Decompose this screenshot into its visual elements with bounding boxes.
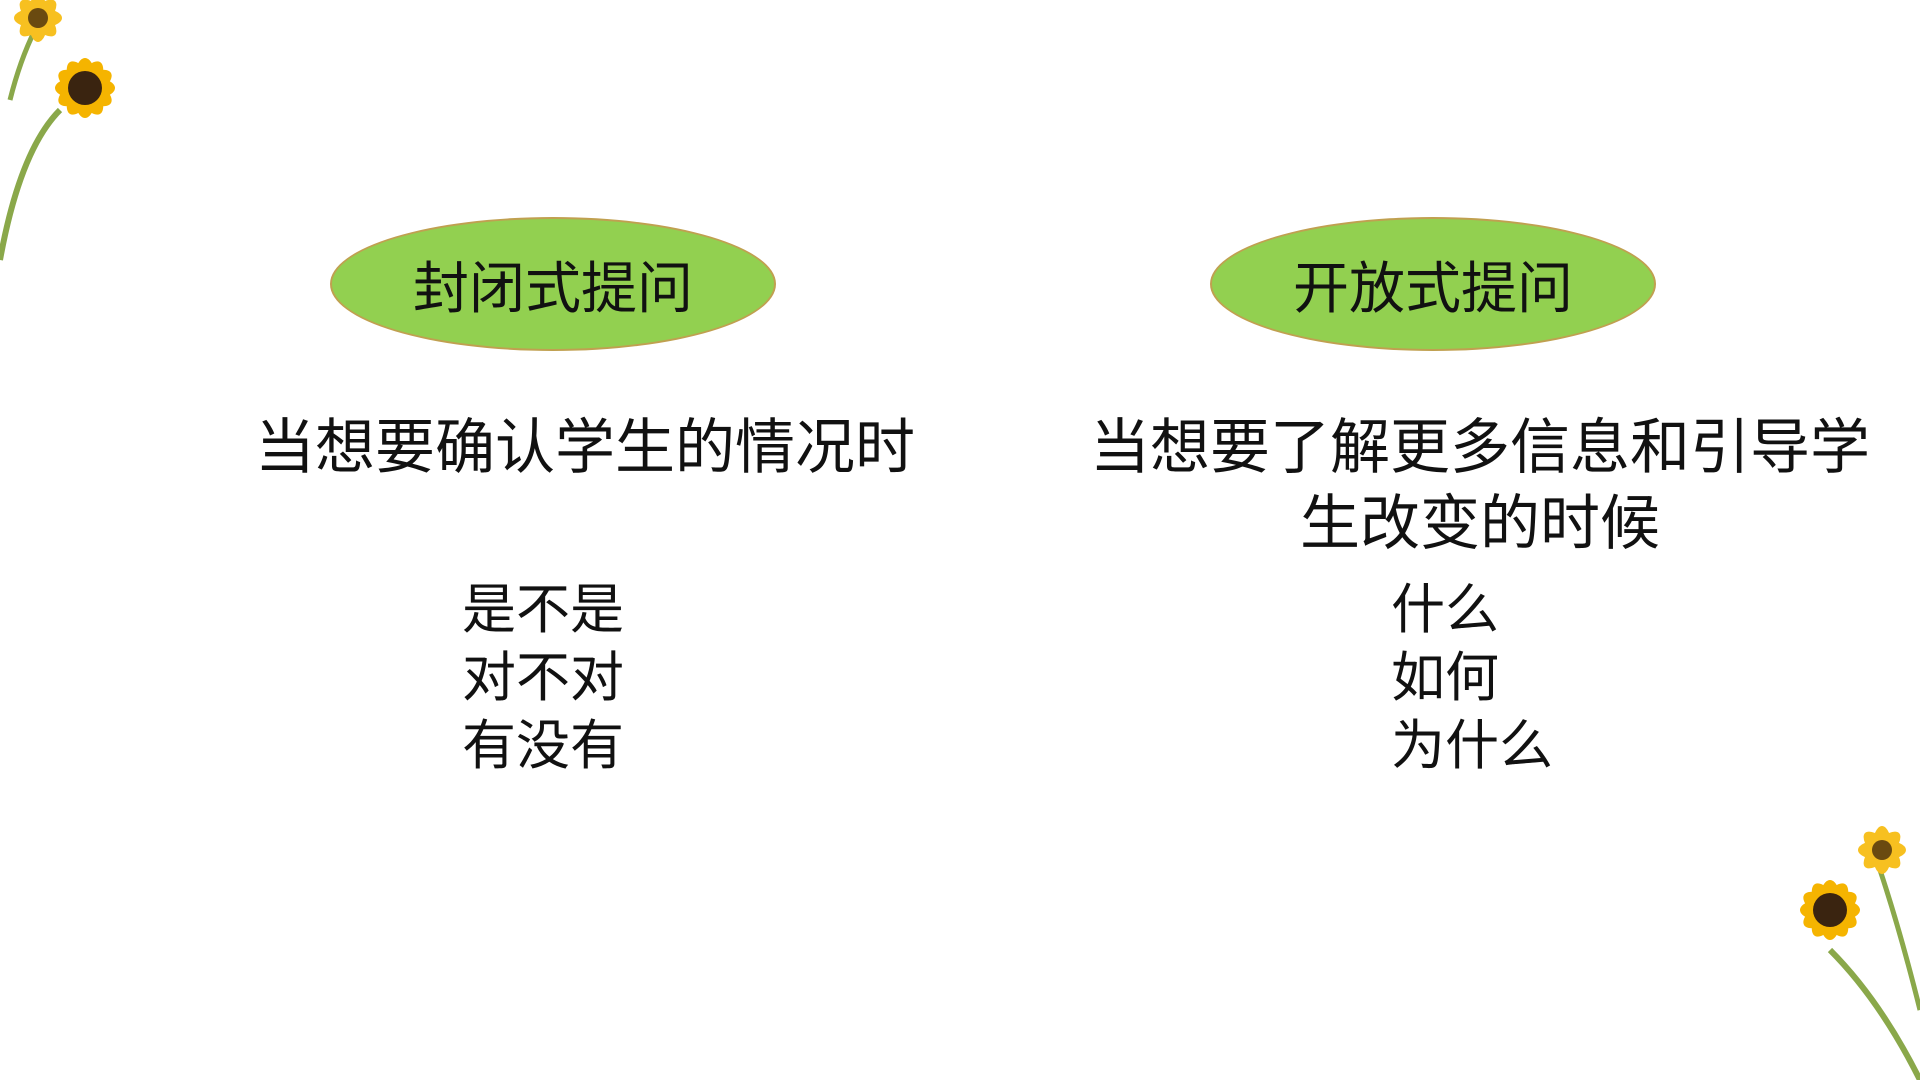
- closed-question-label: 封闭式提问: [330, 217, 776, 351]
- open-question-description: 当想要了解更多信息和引导学 生改变的时候: [1050, 410, 1910, 562]
- example-item: 是不是: [462, 578, 624, 641]
- closed-question-description: 当想要确认学生的情况时: [255, 413, 915, 483]
- example-item: 为什么: [1391, 714, 1553, 777]
- example-item: 对不对: [462, 646, 624, 709]
- example-item: 如何: [1391, 646, 1499, 709]
- open-question-label: 开放式提问: [1210, 217, 1656, 351]
- description-line: 当想要了解更多信息和引导学: [1090, 413, 1870, 483]
- sunflower-decoration-top-left-icon: [0, 0, 115, 261]
- open-question-examples: 什么 如何 为什么: [1391, 576, 1553, 780]
- closed-question-examples: 是不是 对不对 有没有: [462, 576, 624, 780]
- example-item: 什么: [1391, 578, 1499, 641]
- example-item: 有没有: [462, 714, 624, 777]
- description-line: 生改变的时候: [1300, 489, 1660, 559]
- closed-question-title: 封闭式提问: [413, 256, 693, 322]
- sunflower-decoration-bottom-right-icon: [1800, 826, 1920, 1080]
- open-question-title: 开放式提问: [1293, 256, 1573, 322]
